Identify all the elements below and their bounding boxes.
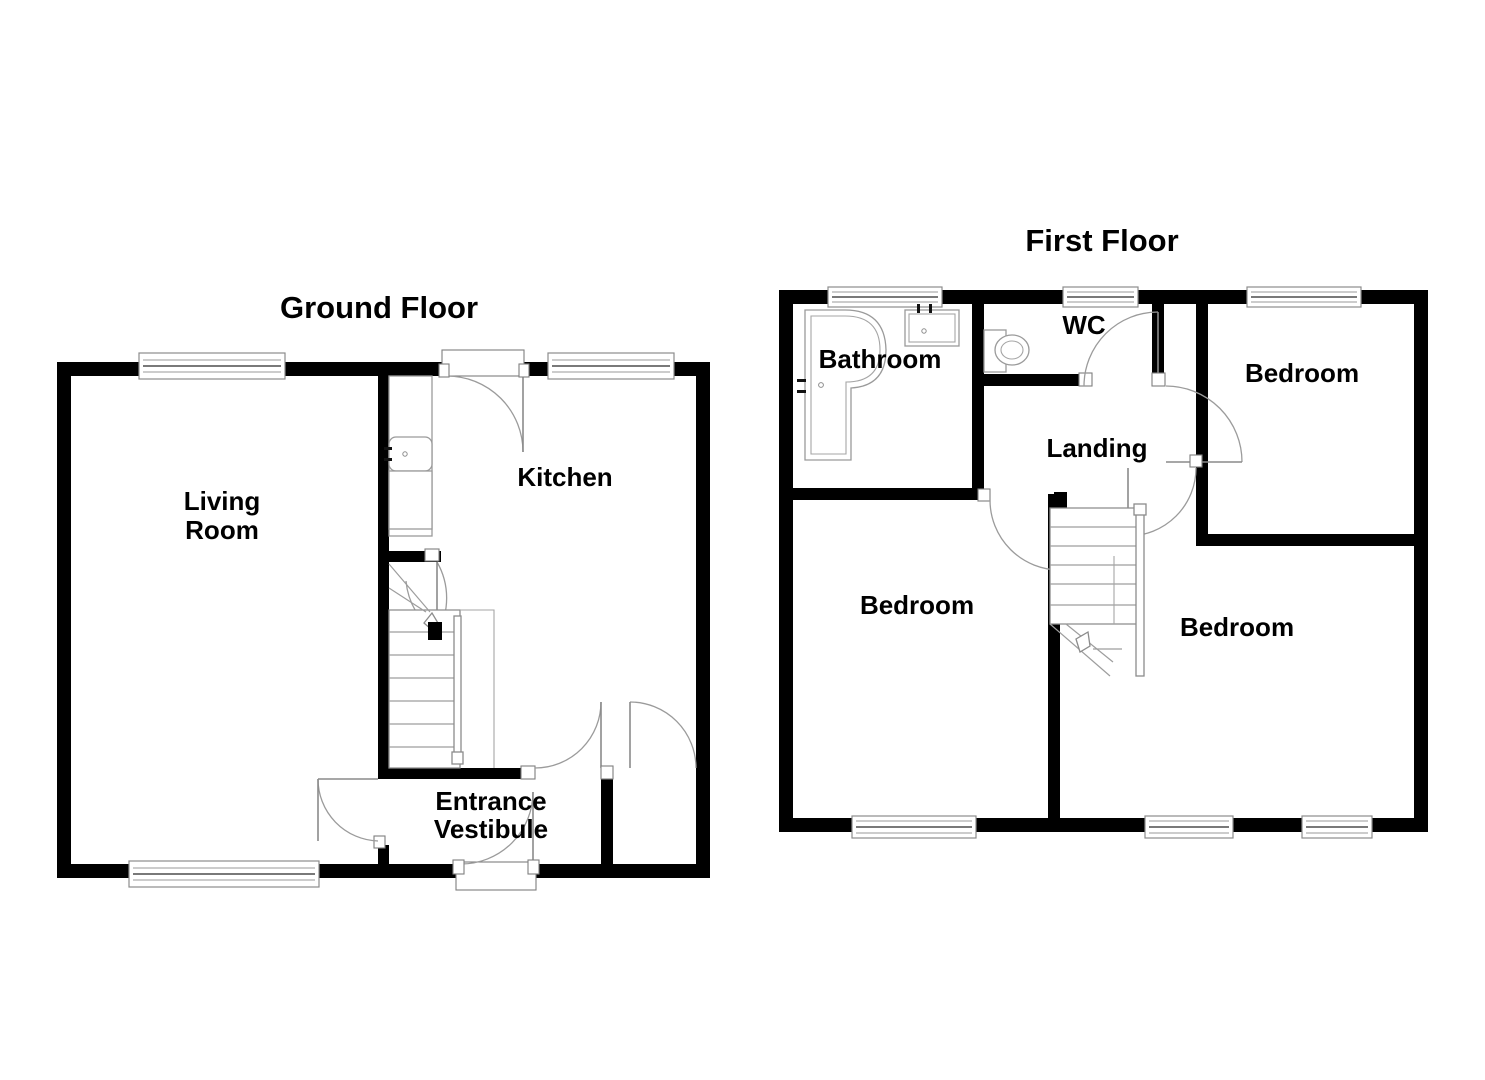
door-front-entrance	[452, 791, 540, 891]
landing-label: Landing	[1046, 433, 1147, 463]
living-room-label-line2: Room	[185, 515, 259, 545]
window-bedroom-top-right	[1246, 286, 1362, 308]
bedroom-top-right-label: Bedroom	[1245, 358, 1359, 388]
living-room-label-line1: Living	[184, 486, 261, 516]
window-kitchen-front	[547, 352, 675, 380]
ground-floor-title: Ground Floor	[280, 290, 478, 325]
bedroom-bottom-right-label: Bedroom	[1180, 612, 1294, 642]
door-vestibule-inner-right	[600, 701, 697, 780]
ground-floor-staircase	[388, 563, 495, 769]
door-living-room	[317, 778, 386, 849]
first-floor-windows	[827, 286, 1373, 839]
window-living-room-rear	[128, 860, 320, 888]
bathroom-fittings	[797, 304, 960, 461]
door-kitchen-rear	[438, 349, 530, 453]
window-bathroom	[827, 286, 943, 308]
first-floor-labels: Bathroom WC Landing Bedroom Bedroom Bedr…	[819, 310, 1359, 642]
wc-label: WC	[1062, 310, 1106, 340]
window-bedroom-bottom-right	[1301, 815, 1373, 839]
door-vestibule-inner-left	[520, 701, 602, 780]
kitchen-sink-unit	[384, 375, 433, 537]
first-floor-staircase	[1049, 492, 1147, 677]
window-living-room-front	[138, 352, 286, 380]
ground-floor-doors	[317, 349, 697, 891]
first-floor-group: First Floor	[779, 223, 1428, 839]
ground-floor-group: Ground Floor	[57, 290, 710, 891]
entrance-vestibule-label-line2: Vestibule	[434, 814, 548, 844]
entrance-vestibule-label-line1: Entrance	[435, 786, 546, 816]
first-floor-title: First Floor	[1025, 223, 1178, 258]
window-bedroom-bottom-middle	[1144, 815, 1234, 839]
kitchen-label: Kitchen	[517, 462, 612, 492]
ground-floor-labels: Living Room Kitchen Entrance Vestibule	[184, 462, 613, 844]
bedroom-bottom-left-label: Bedroom	[860, 590, 974, 620]
window-wc	[1062, 286, 1139, 308]
door-bedroom-top-right	[1151, 372, 1243, 463]
ground-floor-walls	[57, 362, 710, 878]
wc-toilet	[983, 329, 1030, 373]
window-bedroom-bottom-left	[851, 815, 977, 839]
bathroom-label: Bathroom	[819, 344, 942, 374]
door-bedroom-bottom-left	[977, 488, 1061, 571]
ground-floor-windows	[128, 352, 675, 888]
